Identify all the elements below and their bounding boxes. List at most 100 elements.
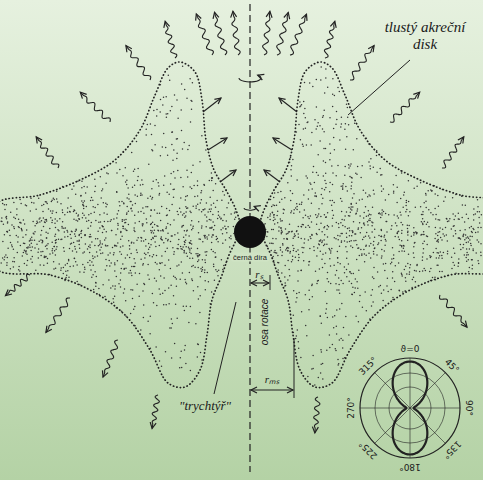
stipple-dot: [76, 281, 78, 283]
stipple-dot: [84, 269, 86, 271]
stipple-dot: [186, 283, 188, 285]
stipple-dot: [454, 253, 456, 255]
stipple-dot: [13, 257, 15, 259]
stipple-dot: [92, 258, 94, 260]
stipple-dot: [179, 367, 181, 369]
stipple-dot: [105, 202, 107, 204]
stipple-dot: [145, 134, 147, 136]
stipple-dot: [130, 313, 132, 315]
stipple-dot: [286, 238, 288, 240]
stipple-dot: [91, 277, 93, 279]
stipple-dot: [356, 259, 358, 261]
stipple-dot: [298, 254, 300, 256]
stipple-dot: [298, 260, 300, 262]
stipple-dot: [201, 227, 203, 229]
stipple-dot: [75, 229, 77, 231]
stipple-dot: [281, 233, 283, 235]
stipple-dot: [140, 193, 142, 195]
stipple-dot: [11, 246, 13, 248]
stipple-dot: [148, 243, 150, 245]
stipple-dot: [423, 248, 425, 250]
stipple-dot: [468, 237, 470, 239]
stipple-dot: [10, 268, 12, 270]
stipple-dot: [369, 165, 371, 167]
stipple-dot: [386, 285, 388, 287]
stipple-dot: [424, 221, 426, 223]
stipple-dot: [130, 270, 132, 272]
stipple-dot: [314, 119, 316, 121]
stipple-dot: [159, 212, 161, 214]
stipple-dot: [218, 269, 220, 271]
stipple-dot: [347, 228, 349, 230]
stipple-dot: [346, 236, 348, 238]
stipple-dot: [173, 171, 175, 173]
stipple-dot: [299, 106, 301, 108]
stipple-dot: [336, 111, 338, 113]
stipple-dot: [114, 262, 116, 264]
stipple-dot: [130, 201, 132, 203]
stipple-dot: [160, 263, 162, 265]
stipple-dot: [373, 193, 375, 195]
stipple-dot: [105, 269, 107, 271]
stipple-dot: [479, 222, 481, 224]
stipple-dot: [150, 196, 152, 198]
stipple-dot: [325, 312, 327, 314]
stipple-dot: [136, 252, 138, 254]
stipple-dot: [397, 215, 399, 217]
stipple-dot: [369, 213, 371, 215]
stipple-dot: [316, 106, 318, 108]
stipple-dot: [13, 202, 15, 204]
stipple-dot: [374, 248, 376, 250]
stipple-dot: [359, 222, 361, 224]
stipple-dot: [344, 215, 346, 217]
stipple-dot: [382, 300, 384, 302]
stipple-dot: [361, 255, 363, 256]
stipple-dot: [62, 212, 64, 214]
stipple-dot: [209, 196, 211, 198]
stipple-dot: [129, 257, 131, 259]
stipple-dot: [165, 238, 167, 240]
stipple-dot: [112, 298, 114, 300]
stipple-dot: [339, 308, 341, 310]
stipple-dot: [173, 219, 175, 221]
stipple-dot: [94, 245, 96, 247]
stipple-dot: [307, 376, 309, 378]
stipple-dot: [133, 242, 135, 244]
stipple-dot: [81, 230, 83, 232]
stipple-dot: [123, 203, 125, 205]
stipple-dot: [351, 182, 353, 184]
stipple-dot: [324, 92, 326, 94]
stipple-dot: [266, 236, 268, 238]
stipple-dot: [90, 269, 92, 271]
stipple-dot: [126, 206, 128, 208]
stipple-dot: [398, 236, 400, 238]
stipple-dot: [117, 223, 119, 225]
stipple-dot: [296, 179, 298, 181]
stipple-dot: [393, 192, 395, 194]
stipple-dot: [63, 227, 65, 229]
stipple-dot: [351, 283, 353, 285]
stipple-dot: [350, 188, 352, 190]
stipple-dot: [307, 225, 309, 227]
stipple-dot: [46, 237, 48, 239]
stipple-dot: [391, 258, 393, 260]
stipple-dot: [184, 217, 186, 219]
stipple-dot: [105, 259, 107, 261]
stipple-dot: [318, 377, 320, 379]
stipple-dot: [191, 266, 193, 268]
stipple-dot: [44, 219, 46, 221]
stipple-dot: [381, 257, 383, 259]
stipple-dot: [222, 269, 224, 271]
stipple-dot: [91, 222, 93, 224]
stipple-dot: [154, 224, 156, 226]
stipple-dot: [105, 245, 107, 247]
stipple-dot: [458, 258, 460, 260]
stipple-dot: [150, 244, 152, 246]
stipple-dot: [355, 315, 357, 317]
stipple-dot: [274, 205, 276, 207]
stipple-dot: [16, 208, 18, 210]
stipple-dot: [322, 267, 324, 269]
stipple-dot: [295, 251, 297, 253]
stipple-dot: [198, 344, 200, 346]
stipple-dot: [165, 113, 167, 115]
